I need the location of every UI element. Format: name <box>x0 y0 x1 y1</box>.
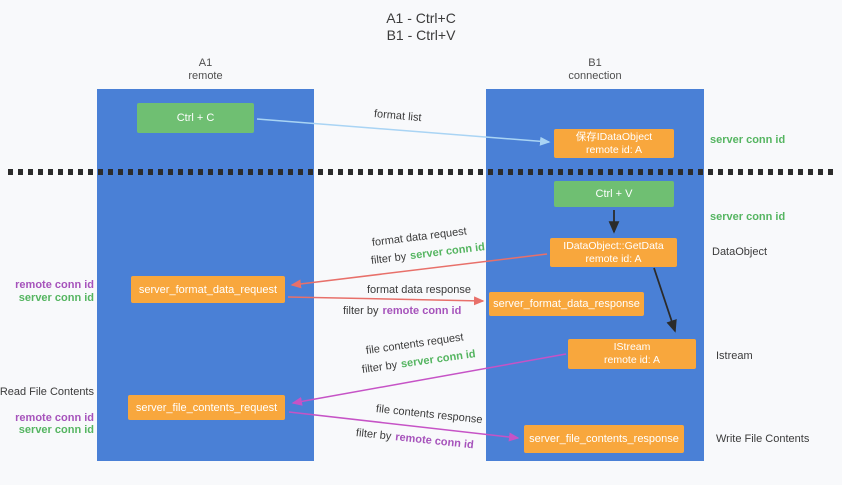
filter-by-text: filter by <box>361 359 398 376</box>
right-istream-label: Istream <box>716 350 753 362</box>
istream-node: IStream remote id: A <box>568 339 696 369</box>
save-idataobject-node: 保存IDataObject remote id: A <box>554 129 674 158</box>
page-title: A1 - Ctrl+C B1 - Ctrl+V <box>0 10 842 44</box>
left-remote-conn-id-2: remote conn id <box>15 412 94 424</box>
server-file-contents-request-label: server_file_contents_request <box>135 401 278 414</box>
left-column-header: A1 remote <box>97 57 314 83</box>
dotted-separator <box>8 169 834 175</box>
filter-server-conn-id: server conn id <box>400 348 477 371</box>
right-column-title: B1 <box>588 57 602 69</box>
filter-server-conn-id: server conn id <box>409 241 486 263</box>
server-format-data-request-node: server_format_data_request <box>131 276 285 303</box>
ctrl-c-node: Ctrl + C <box>137 103 254 133</box>
server-file-contents-response-label: server_file_contents_response <box>529 433 679 445</box>
left-column-title: A1 <box>198 57 213 69</box>
server-format-data-response-node: server_format_data_response <box>489 292 644 316</box>
server-format-data-request-label: server_format_data_request <box>138 283 278 296</box>
format-list-arrow-label: format list <box>373 108 423 125</box>
format-data-response-arrow <box>287 296 485 306</box>
server-format-data-response-label: server_format_data_response <box>493 298 640 310</box>
right-column-subtitle: connection <box>568 70 622 82</box>
title-line-2: B1 - Ctrl+V <box>386 27 456 43</box>
file-contents-response-arrow-label: file contents response <box>375 403 484 427</box>
right-server-conn-id-1: server conn id <box>710 134 786 146</box>
ctrl-c-label: Ctrl + C <box>176 112 215 124</box>
right-column-header: B1 connection <box>486 57 704 83</box>
save-idataobject-line2: remote id: A <box>585 143 643 156</box>
right-server-conn-id-2: server conn id <box>710 211 786 223</box>
istream-line1: IStream <box>613 341 651 353</box>
istream-line2: remote id: A <box>603 354 661 366</box>
left-server-conn-id-2: server conn id <box>18 424 94 436</box>
getdata-line2: remote id: A <box>585 252 642 265</box>
right-write-file-contents-label: Write File Contents <box>716 433 810 445</box>
getdata-line1: IDataObject::GetData <box>563 239 664 252</box>
left-column-subtitle: remote <box>188 70 223 82</box>
filter-by-text: filter by <box>343 305 379 317</box>
filter-remote-conn-id: remote conn id <box>394 431 475 452</box>
format-data-response-arrow-label: format data response <box>367 284 471 296</box>
left-remote-conn-id-1: remote conn id <box>15 279 94 291</box>
right-dataobject-label: DataObject <box>712 246 768 258</box>
ctrl-v-node: Ctrl + V <box>554 181 674 207</box>
server-file-contents-response-node: server_file_contents_response <box>524 425 684 453</box>
filter-by-text: filter by <box>355 427 392 443</box>
getdata-node: IDataObject::GetData remote id: A <box>550 238 677 267</box>
server-file-contents-request-node: server_file_contents_request <box>128 395 285 420</box>
title-line-1: A1 - Ctrl+C <box>386 10 456 26</box>
left-read-file-contents-label: Read File Contents <box>0 386 94 398</box>
filter-remote-conn-id: remote conn id <box>382 305 462 317</box>
filter-by-text: filter by <box>370 250 407 267</box>
left-server-conn-id-1: server conn id <box>18 292 94 304</box>
ctrl-v-label: Ctrl + V <box>595 188 633 200</box>
save-idataobject-line1: 保存IDataObject <box>575 130 653 143</box>
